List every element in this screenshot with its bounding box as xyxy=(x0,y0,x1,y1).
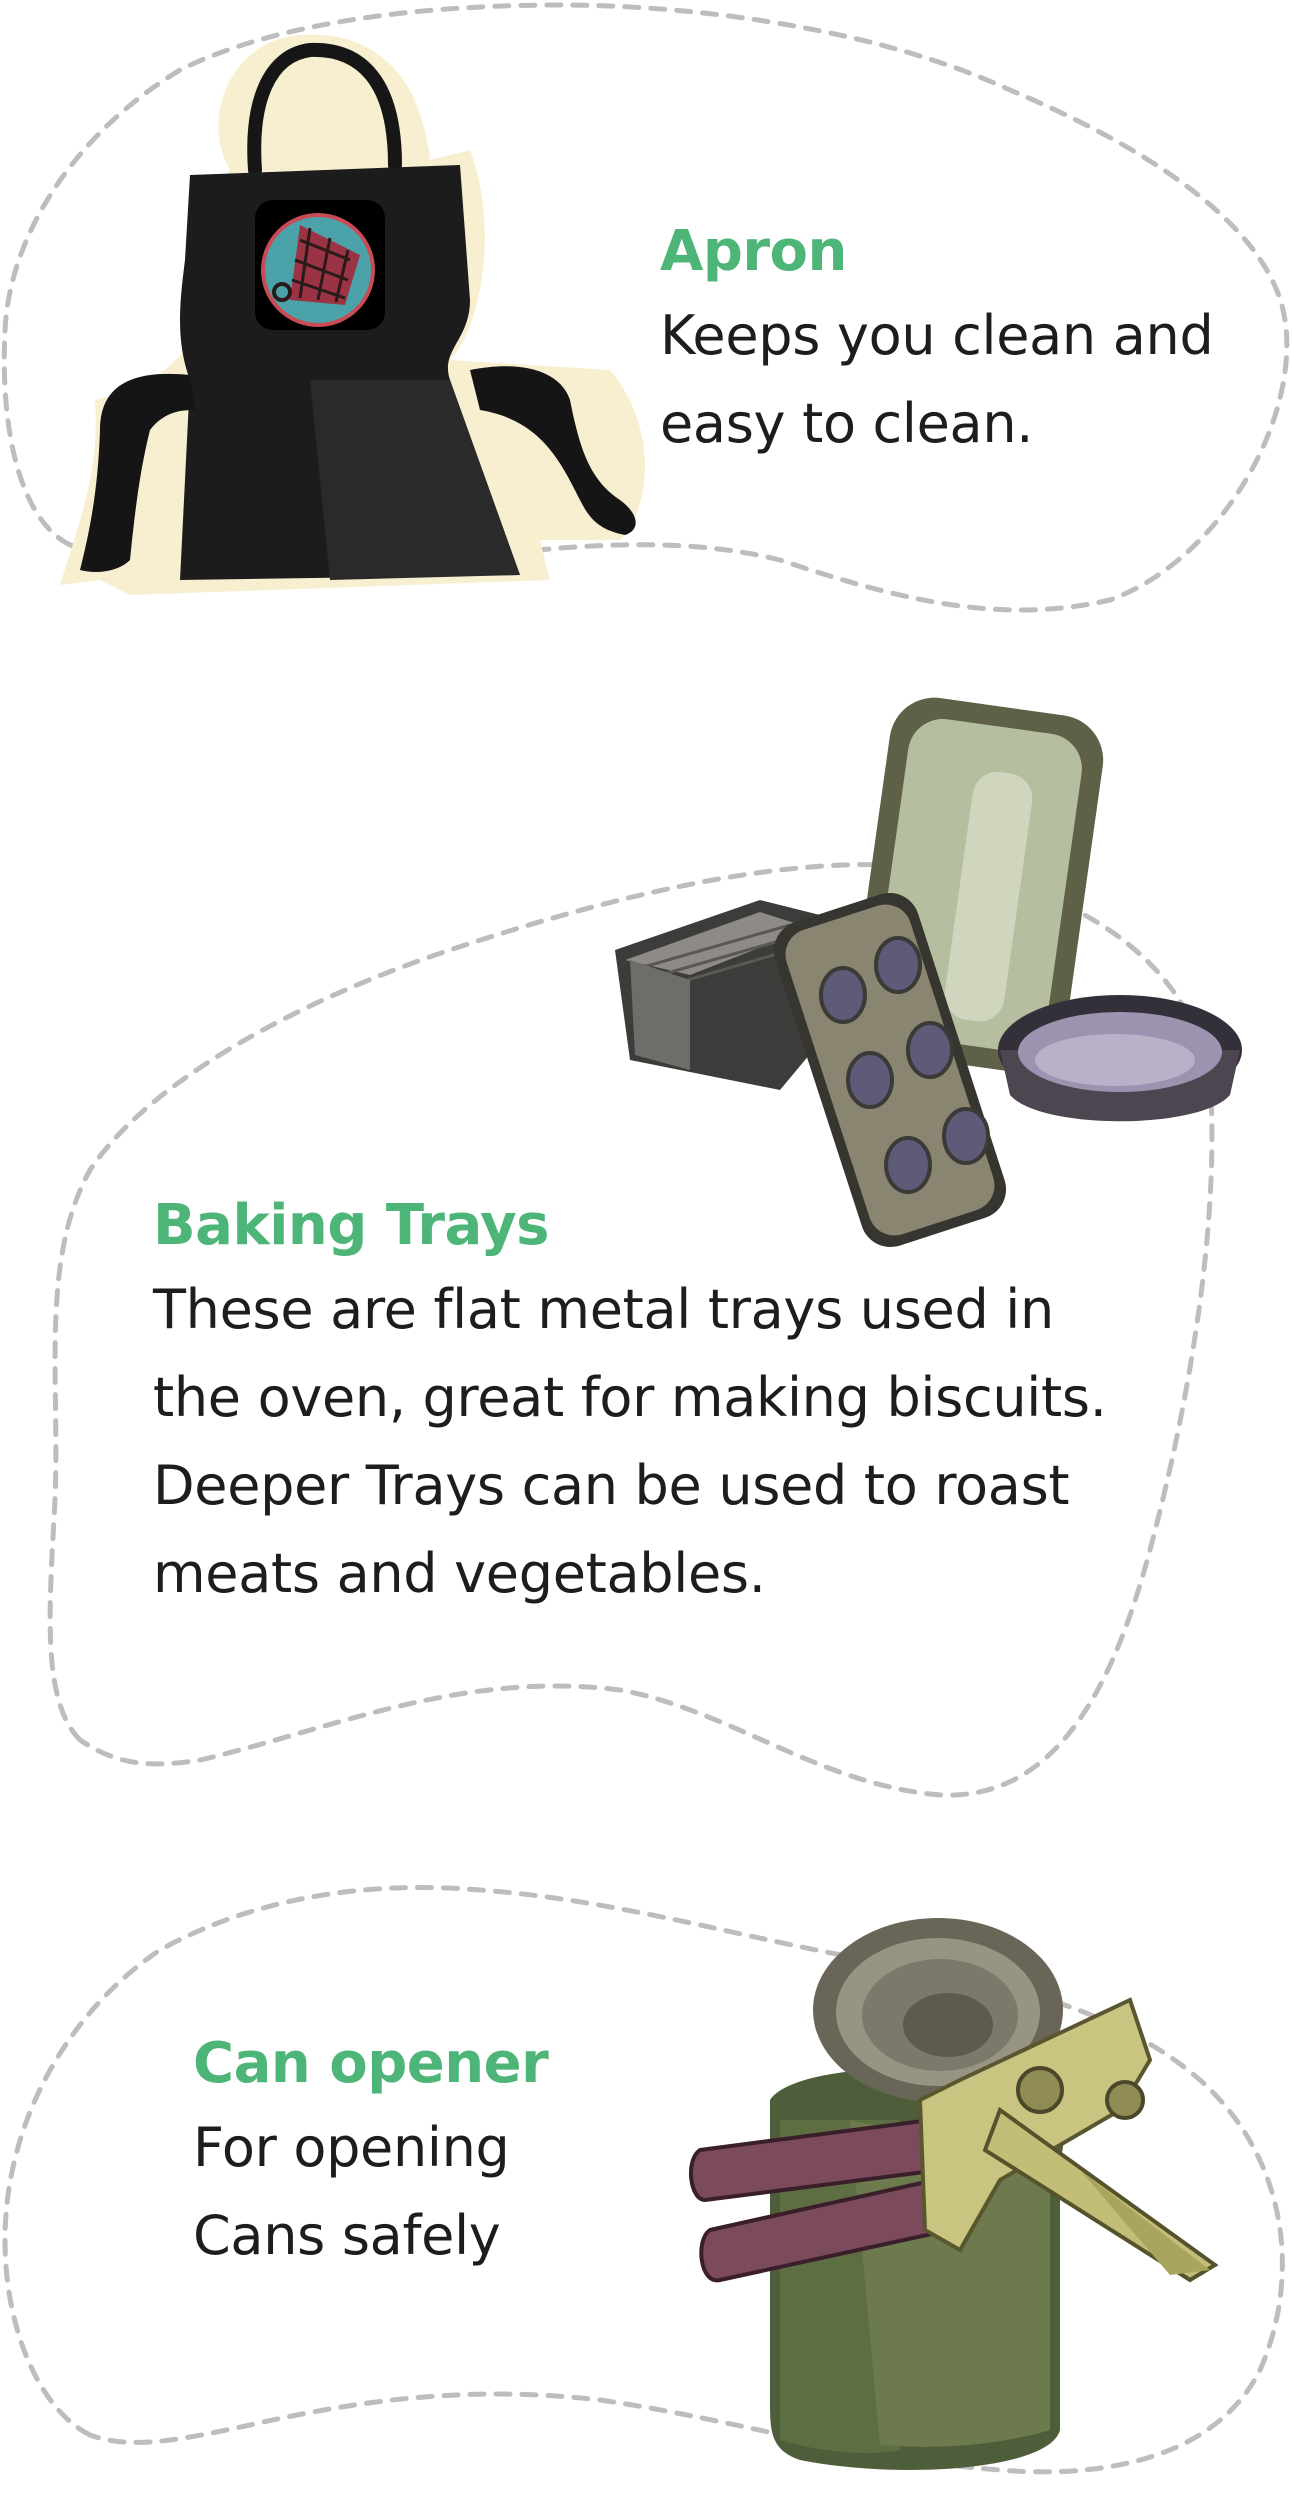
baking-trays-description-line: the oven, great for making biscuits. xyxy=(153,1366,1107,1429)
apron-title: Apron xyxy=(660,219,847,284)
baking-trays-description-line: meats and vegetables. xyxy=(153,1542,766,1605)
baking-trays-description: These are flat metal trays used in the o… xyxy=(153,1266,1203,1618)
apron-card-outline xyxy=(1,2,1290,613)
apron-description-line: easy to clean. xyxy=(660,392,1034,455)
can-opener-section: Can opener For opening Cans safely xyxy=(193,2030,713,2280)
can-opener-description-line: Cans safely xyxy=(193,2204,501,2267)
baking-trays-title: Baking Trays xyxy=(153,1193,549,1258)
apron-description-line: Keeps you clean and xyxy=(660,304,1214,367)
can-opener-illustration xyxy=(688,1918,1219,2470)
can-opener-description: For opening Cans safely xyxy=(193,2104,713,2280)
apron-description: Keeps you clean and easy to clean. xyxy=(660,292,1270,468)
apron-illustration xyxy=(60,34,645,596)
baking-trays-description-line: These are flat metal trays used in xyxy=(153,1278,1054,1341)
baking-trays-illustration xyxy=(615,697,1242,1248)
apron-section: Apron Keeps you clean and easy to clean. xyxy=(660,218,1270,468)
baking-trays-description-line: Deeper Trays can be used to roast xyxy=(153,1454,1070,1517)
can-opener-card-outline xyxy=(2,1885,1285,2475)
baking-trays-section: Baking Trays These are flat metal trays … xyxy=(153,1192,1203,1618)
can-opener-description-line: For opening xyxy=(193,2116,510,2179)
can-opener-title: Can opener xyxy=(193,2031,549,2096)
